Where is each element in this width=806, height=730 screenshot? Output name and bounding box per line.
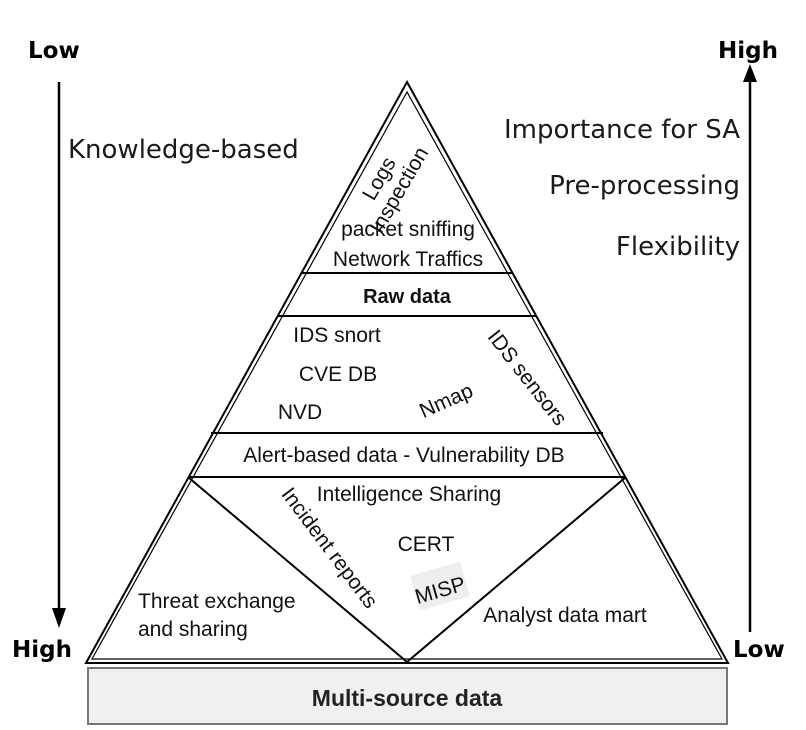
inner-triangle-right <box>406 476 627 663</box>
analyst-data-mart-label: Analyst data mart <box>483 604 647 627</box>
right-axis-arrowhead <box>743 64 757 82</box>
ids-sensors-label: IDS sensors <box>483 326 572 430</box>
right-axis-label-flexibility: Flexibility <box>616 232 740 262</box>
right-axis-top-label: High <box>718 38 778 64</box>
packet-sniffing-label: packet sniffing <box>341 218 475 241</box>
nvd-label: NVD <box>278 401 322 424</box>
left-axis-bottom-label: High <box>12 637 72 663</box>
ids-snort-label: IDS snort <box>293 324 381 347</box>
pyramid-outline <box>84 79 730 664</box>
intelligence-sharing-label: Intelligence Sharing <box>317 483 501 506</box>
left-axis-title: Knowledge-based <box>68 135 299 165</box>
threat-exchange-line2: and sharing <box>138 618 248 641</box>
left-axis-top-label: Low <box>28 38 80 64</box>
pyramid-outline-inner <box>90 90 724 660</box>
right-axis-label-importance: Importance for SA <box>504 115 740 145</box>
alert-based-label: Alert-based data - Vulnerability DB <box>243 444 564 467</box>
multi-source-label: Multi-source data <box>312 685 503 711</box>
cert-label: CERT <box>398 533 455 556</box>
misp-highlight <box>410 561 470 611</box>
cve-db-label: CVE DB <box>299 363 377 386</box>
inner-triangle-left <box>187 476 408 663</box>
network-traffics-label: Network Traffics <box>333 248 483 271</box>
right-axis-label-preprocessing: Pre-processing <box>549 171 740 201</box>
multi-source-box <box>87 667 728 725</box>
left-axis-arrowhead <box>52 608 66 628</box>
raw-data-label: Raw data <box>363 286 452 308</box>
threat-exchange-line1: Threat exchange <box>138 590 296 613</box>
nmap-label: Nmap <box>416 379 477 423</box>
right-axis-bottom-label: Low <box>733 637 785 663</box>
